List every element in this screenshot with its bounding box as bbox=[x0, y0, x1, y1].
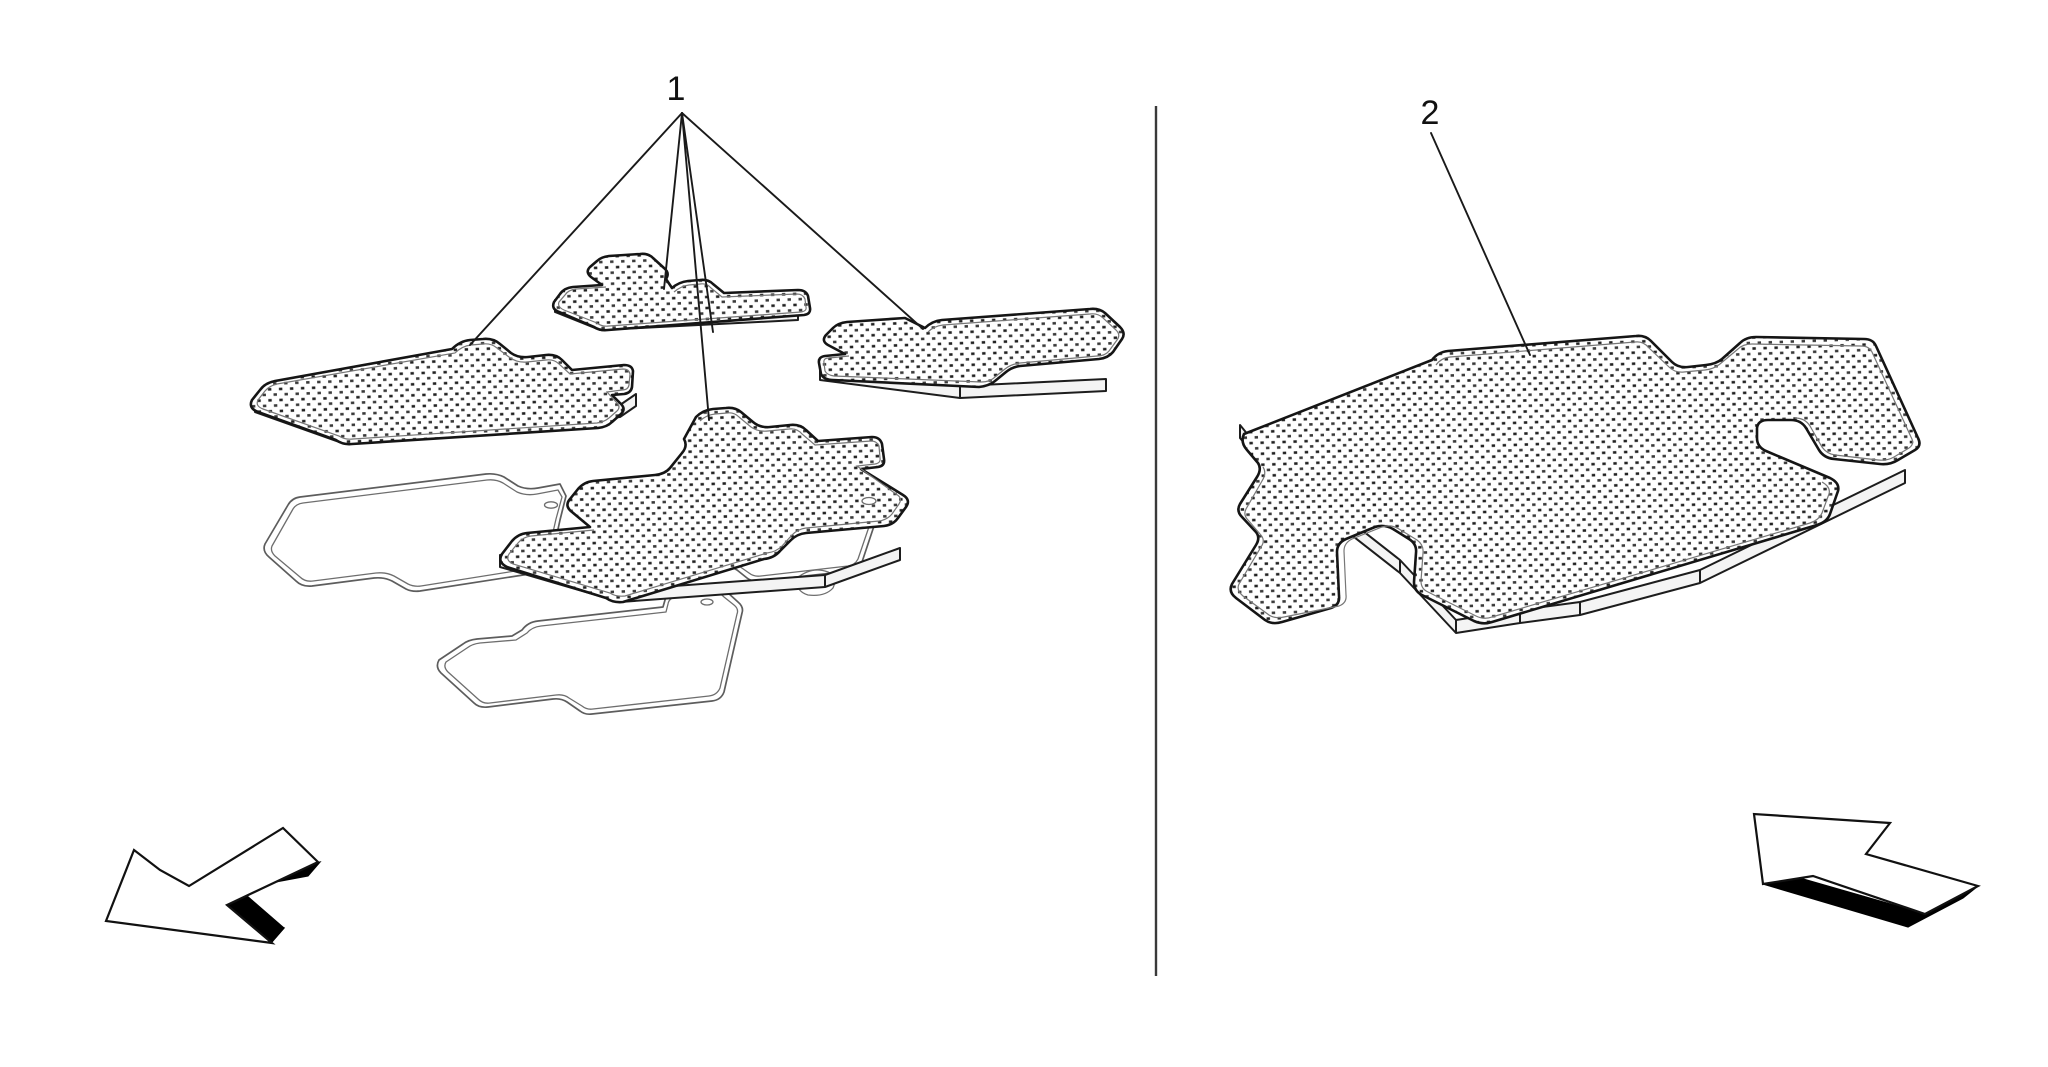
mat-rear-center bbox=[551, 252, 812, 332]
callout-label-1: 1 bbox=[667, 70, 686, 108]
callout-2-group: 2 bbox=[1421, 94, 1531, 356]
mat-luggage-compartment bbox=[1229, 334, 1921, 634]
ghost-carpet-left bbox=[263, 472, 567, 593]
mat-rear-right bbox=[817, 307, 1125, 399]
callout-1-group: 1 bbox=[469, 70, 924, 421]
leader-line-to-rear-center-mat-b bbox=[681, 112, 714, 333]
carpet-fixing-hole bbox=[543, 501, 559, 509]
mat-front-left bbox=[249, 337, 637, 446]
ghost-carpet-bottom bbox=[436, 586, 744, 716]
callout-label-2: 2 bbox=[1421, 94, 1440, 132]
leader-line-to-luggage-mat bbox=[1430, 132, 1531, 356]
leader-line-to-front-left-mat bbox=[469, 112, 683, 346]
textured-mats-group bbox=[249, 252, 1125, 604]
leader-line-to-rear-center-mat bbox=[663, 112, 683, 290]
leader-line-to-rear-right-mat bbox=[681, 112, 924, 330]
carpet-detail-arc bbox=[796, 569, 836, 596]
mat-fixing-hole bbox=[861, 496, 877, 506]
carpet-fixing-hole bbox=[700, 598, 714, 606]
leader-line-to-front-center-mat bbox=[681, 112, 710, 421]
direction-arrow-left bbox=[104, 826, 322, 945]
direction-arrow-right bbox=[1752, 812, 1981, 928]
mat-front-center bbox=[499, 406, 910, 604]
